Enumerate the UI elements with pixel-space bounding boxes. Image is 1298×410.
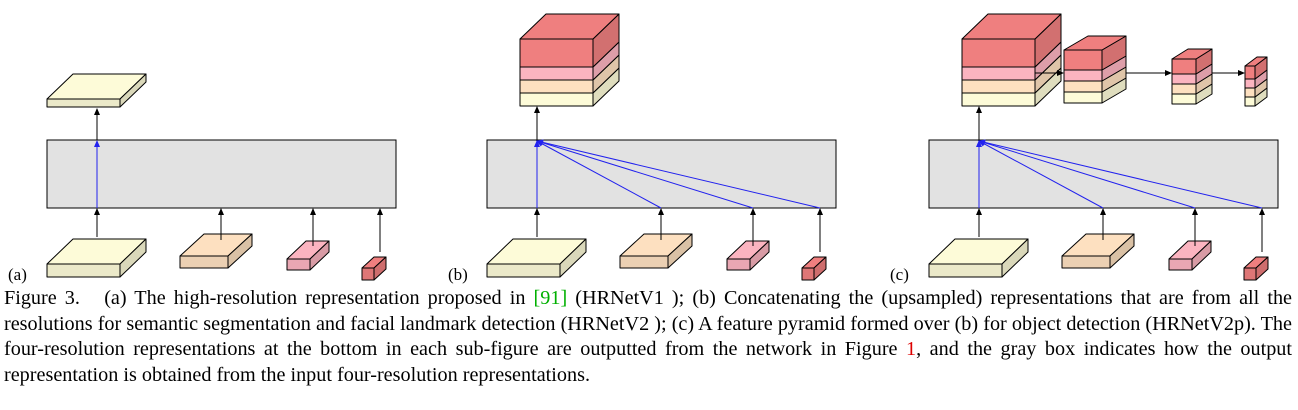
input-res-1: [46, 238, 147, 278]
pyramid-level-1-layer-2-front: [961, 79, 1036, 94]
pyramid-level-1-layer-1-front: [961, 92, 1036, 107]
caption-part-1: (a) The high-resolution representation p…: [104, 287, 526, 309]
input-res-2-front: [619, 255, 669, 269]
blue-arrow-res-3: [536, 139, 754, 209]
input-res-3-front: [726, 258, 751, 271]
input-res-3-side: [1191, 240, 1212, 271]
panel-c: (c): [890, 13, 1279, 284]
pyramid-level-3-layer-4-front: [1171, 58, 1197, 75]
input-res-4-side: [813, 256, 827, 281]
pyramid-level-4-layer-2-front: [1244, 87, 1256, 98]
output-representation-side: [119, 73, 147, 108]
pyramid-level-3-layer-3-front: [1171, 73, 1197, 85]
panel-label-a: (a): [8, 265, 27, 284]
input-res-2-side: [1109, 233, 1135, 269]
input-res-4: [361, 256, 387, 281]
output-representation: [46, 73, 147, 108]
panel-a: (a): [8, 73, 397, 284]
pyramid-level-1-layer-4-front: [961, 38, 1036, 68]
input-res-2: [1061, 233, 1135, 269]
pyramid-level-1: [961, 13, 1062, 107]
aggregation-box: [46, 139, 397, 209]
pyramid-level-3: [1171, 48, 1213, 105]
input-res-3-front: [286, 258, 311, 271]
input-res-1: [486, 238, 587, 278]
citation-ref-91[interactable]: [91]: [533, 287, 568, 309]
input-res-3-front: [1168, 258, 1193, 271]
pyramid-level-4: [1244, 56, 1268, 107]
aggregation-box: [486, 139, 837, 209]
input-res-4: [801, 256, 827, 281]
input-res-1-side: [119, 238, 147, 278]
panel-b: (b): [448, 13, 837, 284]
figure-label: Figure 3.: [4, 287, 80, 309]
input-res-1: [928, 238, 1029, 278]
input-res-2-side: [227, 233, 253, 269]
pyramid-level-3-layer-2-front: [1171, 83, 1197, 95]
pyramid-level-4-layer-3-front: [1244, 78, 1256, 89]
output-stack-top: [519, 13, 620, 40]
input-res-2-front: [1061, 255, 1111, 269]
input-res-3: [726, 240, 770, 271]
pyramid-level-2-layer-2-front: [1063, 80, 1103, 93]
pyramid-level-3-top: [1171, 48, 1213, 60]
panel-label-b: (b): [448, 265, 468, 284]
input-res-4-front: [361, 267, 375, 281]
output-representation-front: [46, 98, 121, 108]
figure-caption: Figure 3. (a) The high-resolution repres…: [4, 286, 1292, 388]
input-res-2: [179, 233, 253, 269]
blue-arrow-res-4: [536, 139, 821, 209]
input-res-1-front: [486, 263, 561, 278]
input-res-1-side: [1001, 238, 1029, 278]
pyramid-level-3-layer-1-front: [1171, 93, 1197, 105]
blue-arrow-res-2: [978, 140, 1104, 209]
pyramid-level-2: [1063, 35, 1127, 104]
input-res-3: [1168, 240, 1212, 271]
input-res-4-front: [801, 267, 815, 281]
input-res-1-side: [559, 238, 587, 278]
pyramid-level-4-layer-4-front: [1244, 65, 1256, 80]
input-res-3: [286, 240, 330, 271]
output-stack-layer-2-front: [519, 79, 594, 94]
figure-ref-1[interactable]: 1: [906, 338, 917, 360]
pyramid-level-1-layer-3-front: [961, 66, 1036, 81]
input-res-3-side: [749, 240, 770, 271]
pyramid-level-2-top: [1063, 35, 1127, 51]
panel-label-c: (c): [890, 265, 909, 284]
pyramid-level-4-layer-1-front: [1244, 96, 1256, 107]
pyramid-level-4-top: [1244, 56, 1268, 67]
output-stack: [519, 13, 620, 107]
pyramid-level-1-top: [961, 13, 1062, 40]
pyramid-level-2-layer-1-front: [1063, 91, 1103, 104]
input-res-1-front: [928, 263, 1003, 278]
input-res-3-side: [309, 240, 330, 271]
output-stack-layer-4-front: [519, 38, 594, 68]
input-res-1-front: [46, 263, 121, 278]
output-stack-layer-3-front: [519, 66, 594, 81]
input-res-4-front: [1243, 267, 1257, 281]
input-res-2-side: [667, 233, 693, 269]
input-res-4-side: [373, 256, 387, 281]
input-res-4: [1243, 256, 1269, 281]
input-res-2-front: [179, 255, 229, 269]
caption-part-2: (HRNetV1 ); (b) Concatenating the (upsam…: [4, 287, 1293, 360]
blue-arrow-res-3: [978, 139, 1196, 209]
blue-arrow-res-2: [536, 140, 662, 209]
aggregation-box: [928, 139, 1279, 209]
output-stack-layer-1-front: [519, 92, 594, 107]
input-res-2: [619, 233, 693, 269]
input-res-4-side: [1255, 256, 1269, 281]
pyramid-level-2-layer-3-front: [1063, 69, 1103, 82]
pyramid-level-2-layer-4-front: [1063, 49, 1103, 71]
caption-part-3: , and the gray box indicates how the out…: [4, 338, 1293, 386]
blue-arrow-res-4: [978, 139, 1263, 209]
hrnet-diagram: (a) (b) (c): [8, 13, 1279, 284]
